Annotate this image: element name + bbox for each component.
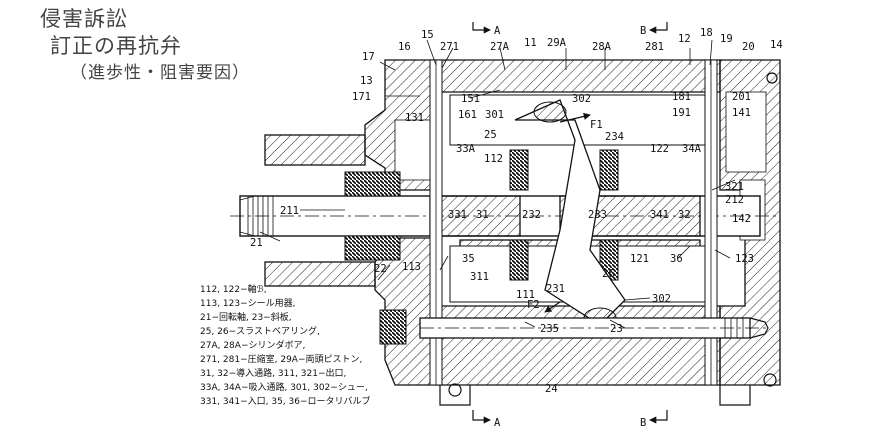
heading-subtitle: 訂正の再抗弁	[50, 34, 182, 58]
section-mark-a-bottom: A	[494, 417, 501, 429]
callout-141: 141	[732, 107, 751, 119]
callout-231: 231	[546, 283, 565, 295]
callout-131: 131	[405, 112, 424, 124]
callout-234: 234	[605, 131, 624, 143]
callout-20: 20	[742, 41, 755, 53]
callout-34A: 34A	[682, 143, 702, 155]
callout-31: 31	[476, 209, 489, 221]
callout-23: 23	[610, 323, 623, 335]
force-arrow-f2	[544, 301, 561, 313]
legend-line: 21−回転軸, 23−斜板,	[200, 311, 292, 323]
legend-line: 27A, 28A−シリンダボア,	[200, 339, 305, 351]
boss-left-lower	[264, 261, 376, 287]
callout-16: 16	[398, 41, 411, 53]
legend-line: 25, 26−スラストベアリング,	[200, 325, 320, 337]
section-markers: A A B B	[472, 22, 668, 429]
callout-36: 36	[670, 253, 683, 265]
heading-block: 侵害訴訟 訂正の再抗弁 （進歩性・阻害要因）	[40, 6, 250, 87]
callout-191: 191	[672, 107, 691, 119]
callout-17: 17	[362, 51, 375, 63]
callout-22: 22	[374, 263, 387, 275]
callout-112: 112	[484, 153, 503, 165]
callout-labels: 15 16 271 27A 11 29A 28A 281 12 18 19 20…	[250, 27, 783, 395]
callout-13: 13	[360, 75, 373, 87]
rotary-shaft	[230, 195, 780, 237]
heading-note: （進歩性・阻害要因）	[70, 63, 250, 83]
legend-line: 271, 281−圧縮室, 29A−両頭ピストン,	[200, 353, 362, 365]
callout-27A: 27A	[490, 41, 510, 53]
callout-15: 15	[421, 29, 434, 41]
callout-302-bottom: 302	[652, 293, 671, 305]
callout-21: 21	[250, 237, 263, 249]
legend-line: 331, 341−入口, 35, 36−ロータリバルブ	[200, 395, 371, 407]
callout-33A: 33A	[456, 143, 476, 155]
callout-32: 32	[678, 209, 691, 221]
callout-233: 233	[588, 209, 607, 221]
callout-122: 122	[650, 143, 669, 155]
callout-19: 19	[720, 33, 733, 45]
callout-311: 311	[470, 271, 489, 283]
callout-271: 271	[440, 41, 459, 53]
legend-line: 31, 32−導入通路, 311, 321−出口,	[200, 367, 346, 379]
callout-281: 281	[645, 41, 664, 53]
mounting-feet	[439, 72, 778, 406]
callout-171: 171	[352, 91, 371, 103]
leader-lines	[259, 39, 736, 329]
callout-26: 26	[602, 268, 615, 280]
callout-25: 25	[484, 129, 497, 141]
callout-331: 331	[448, 209, 467, 221]
callout-29A: 29A	[547, 37, 567, 49]
boss-left	[264, 134, 366, 166]
legend: 112, 122−軸ℬ, 113, 123−シール用器, 21−回転軸, 23−…	[200, 283, 371, 407]
tie-bolt	[419, 317, 770, 339]
legend-line: 33A, 34A−吸入通路, 301, 302−シュー,	[200, 381, 368, 393]
callout-F2: F2	[527, 299, 540, 311]
cylinder-block-top	[439, 59, 721, 93]
callout-161: 161	[458, 109, 477, 121]
callout-18: 18	[700, 27, 713, 39]
legend-line: 112, 122−軸ℬ,	[200, 283, 267, 295]
section-mark-a-top: A	[494, 25, 501, 37]
callout-123: 123	[735, 253, 754, 265]
callout-235: 235	[540, 323, 559, 335]
callout-24: 24	[545, 383, 558, 395]
callout-341: 341	[650, 209, 669, 221]
callout-F1: F1	[590, 119, 603, 131]
callout-35: 35	[462, 253, 475, 265]
callout-151: 151	[461, 93, 480, 105]
callout-212: 212	[725, 194, 744, 206]
callout-11: 11	[524, 37, 537, 49]
legend-line: 113, 123−シール用器,	[200, 298, 295, 309]
callout-113: 113	[402, 261, 421, 273]
callout-211: 211	[280, 205, 299, 217]
callout-321: 321	[725, 181, 744, 193]
callout-201: 201	[732, 91, 751, 103]
callout-121: 121	[630, 253, 649, 265]
callout-181: 181	[672, 91, 691, 103]
heading-title: 侵害訴訟	[40, 7, 128, 31]
valve-plates	[429, 59, 718, 386]
callout-301: 301	[485, 109, 504, 121]
callout-142: 142	[732, 213, 751, 225]
section-mark-b-top: B	[640, 25, 646, 37]
force-arrow-f1	[559, 112, 591, 123]
section-mark-b-bottom: B	[640, 417, 646, 429]
callout-302-top: 302	[572, 93, 591, 105]
callout-12: 12	[678, 33, 691, 45]
callout-28A: 28A	[592, 41, 612, 53]
callout-14: 14	[770, 39, 783, 51]
callout-111: 111	[516, 289, 535, 301]
callout-232: 232	[522, 209, 541, 221]
